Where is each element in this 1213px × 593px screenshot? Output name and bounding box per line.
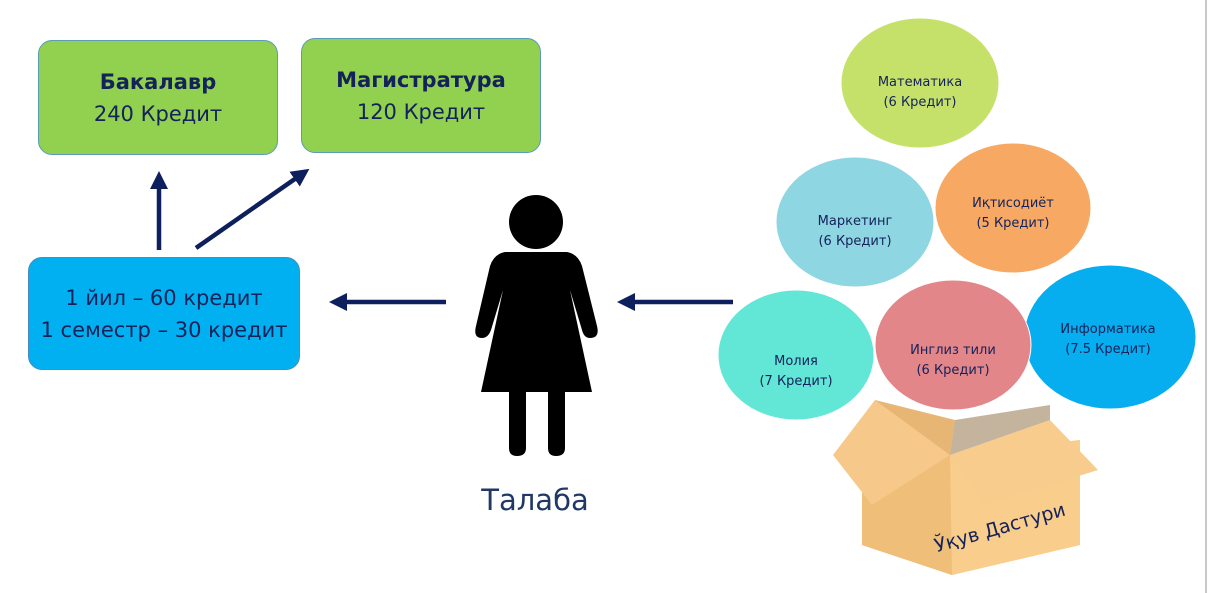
bachelor-box: Бакалавр 240 Кредит bbox=[38, 40, 278, 155]
subject-bubble-english bbox=[874, 279, 1032, 411]
master-credits: 120 Кредит bbox=[356, 99, 486, 124]
subject-math: Математика (6 Кредит) bbox=[878, 73, 962, 113]
subject-name: Маркетинг bbox=[817, 214, 893, 229]
master-title: Магистратура bbox=[336, 67, 506, 92]
arrow-to-master bbox=[194, 168, 310, 250]
subject-credits: (6 Кредит) bbox=[916, 363, 990, 378]
subject-credits: (6 Кредит) bbox=[883, 95, 957, 110]
subject-bubble-economics bbox=[934, 142, 1092, 274]
curriculum-box-icon bbox=[833, 400, 1098, 575]
rule-year: 1 йил – 60 кредит bbox=[65, 285, 263, 310]
student-icon bbox=[475, 195, 598, 456]
slide-edge-divider bbox=[1205, 0, 1207, 593]
subject-credits: (7 Кредит) bbox=[759, 374, 833, 389]
bachelor-title: Бакалавр bbox=[99, 69, 217, 94]
student-label: Талаба bbox=[481, 483, 589, 517]
subject-name: Информатика bbox=[1060, 322, 1156, 337]
subject-name: Иқтисодиёт bbox=[972, 196, 1054, 211]
subject-bubble-finance bbox=[717, 289, 875, 421]
subject-informatics: Информатика (7.5 Кредит) bbox=[1060, 320, 1155, 360]
subject-name: Молия bbox=[774, 354, 818, 369]
subject-credits: (6 Кредит) bbox=[818, 234, 892, 249]
rule-semester: 1 семестр – 30 кредит bbox=[40, 317, 288, 342]
master-box: Магистратура 120 Кредит bbox=[301, 38, 541, 153]
subject-finance: Молия (7 Кредит) bbox=[759, 352, 832, 392]
subject-english: Инглиз тили (6 Кредит) bbox=[910, 341, 996, 381]
subject-bubble-math bbox=[840, 17, 1000, 149]
subject-economics: Иқтисодиёт (5 Кредит) bbox=[972, 194, 1054, 234]
subject-name: Инглиз тили bbox=[910, 343, 996, 358]
subject-name: Математика bbox=[877, 75, 963, 90]
subject-credits: (5 Кредит) bbox=[976, 216, 1050, 231]
credit-rule-box: 1 йил – 60 кредит 1 семестр – 30 кредит bbox=[28, 257, 300, 370]
subject-bubble-marketing bbox=[775, 156, 935, 288]
bachelor-credits: 240 Кредит bbox=[93, 101, 223, 126]
subject-marketing: Маркетинг (6 Кредит) bbox=[818, 212, 893, 252]
subject-credits: (7.5 Кредит) bbox=[1065, 342, 1151, 357]
